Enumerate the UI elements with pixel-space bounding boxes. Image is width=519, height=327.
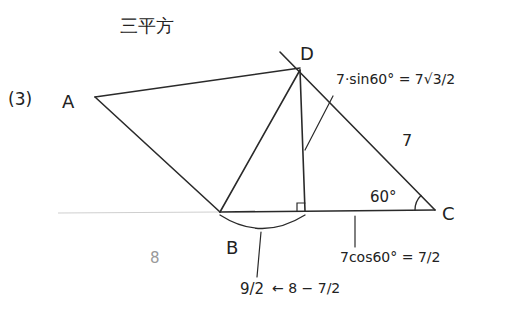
vertex-label: D: [300, 44, 314, 64]
formula-note: 7·sin60° = 7√3/2: [336, 72, 455, 87]
right-angle-mark: [297, 203, 305, 211]
faint-number: 8: [150, 250, 160, 267]
brace: [220, 215, 305, 229]
angle-arc: [415, 196, 421, 211]
side-ab: [95, 97, 220, 212]
side-ad: [95, 68, 300, 97]
height-line: [300, 70, 305, 211]
problem-number: (3): [8, 90, 32, 109]
formula-note: 7cos60° = 7/2: [340, 250, 440, 265]
leader-line: [354, 216, 355, 247]
angle-label: 60°: [370, 189, 397, 206]
leader-line: [305, 96, 333, 150]
vertex-label: C: [442, 204, 455, 224]
length-label: 9/2: [240, 281, 264, 298]
length-label: 7: [402, 132, 412, 150]
faint-extension: [58, 212, 220, 213]
vertex-label: A: [62, 92, 74, 112]
heading: 三平方: [120, 16, 174, 36]
side-bc: [220, 210, 435, 212]
leader-line: [257, 232, 261, 277]
formula-note: ← 8 − 7/2: [272, 281, 340, 296]
diagonal-bd: [220, 70, 300, 212]
vertex-label: B: [226, 238, 238, 258]
